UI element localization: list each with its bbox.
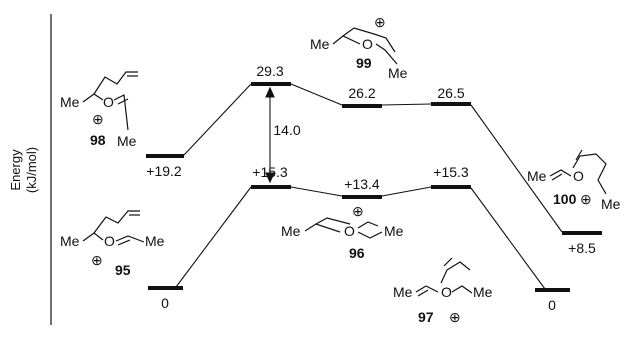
structure-96-me-left: Me: [281, 223, 301, 239]
connectors: [175, 83, 563, 290]
level-label-ts-lower-2: +15.3: [433, 164, 469, 180]
structure-98-number: 98: [90, 132, 106, 148]
structure-96-bonds: [304, 217, 383, 239]
structure-98-oxygen: O: [103, 94, 114, 110]
level-label-ts-upper-1: 29.3: [256, 63, 283, 79]
structure-97-oxygen: O: [441, 284, 452, 300]
structure-95-number: 95: [115, 262, 131, 278]
structure-97: Me O Me 97 ⊕: [393, 257, 493, 325]
structure-95-oxygen: O: [104, 233, 115, 249]
axis-label-energy: Energy: [8, 149, 23, 191]
structure-95-me-left: Me: [60, 233, 80, 249]
level-label-99: 26.2: [348, 85, 375, 101]
level-label-95: 0: [161, 295, 169, 311]
level-label-ts-upper-2: 26.5: [437, 85, 464, 101]
structure-96-number: 96: [349, 245, 365, 261]
structure-98-charge: ⊕: [92, 111, 104, 127]
connector-ts2b-97: [470, 187, 546, 290]
level-label-96: +13.4: [344, 176, 380, 192]
structure-98-me-right: Me: [117, 133, 137, 149]
structure-100: Me O Me 100 ⊕: [527, 149, 621, 212]
connector-99-ts2: [381, 103, 432, 106]
level-label-100: +8.5: [568, 240, 596, 256]
structure-99-oxygen: O: [362, 36, 373, 52]
structure-98: Me O Me ⊕ 98: [60, 71, 138, 149]
structure-95-charge: ⊕: [91, 252, 103, 268]
structure-100-me-right: Me: [601, 196, 621, 212]
level-label-98: +19.2: [146, 163, 182, 179]
structure-98-me-left: Me: [60, 94, 80, 110]
structure-99-charge: ⊕: [374, 14, 386, 30]
structure-99-bonds: [332, 27, 398, 65]
structure-95-bonds: [82, 210, 145, 246]
structure-100-charge: ⊕: [580, 191, 592, 207]
structure-97-me-left: Me: [393, 284, 413, 300]
structure-98-bonds: [82, 71, 138, 131]
axis-label-units: (kJ/mol): [24, 147, 39, 193]
structure-95-me-right: Me: [145, 233, 165, 249]
structure-96-oxygen: O: [344, 223, 355, 239]
structure-99: Me O ⊕ Me 99: [310, 14, 408, 81]
structure-100-oxygen: O: [573, 168, 584, 184]
structure-97-charge: ⊕: [449, 309, 461, 325]
structure-96-me-right: Me: [384, 223, 404, 239]
gap-label: 14.0: [273, 122, 300, 138]
structure-96: Me O ⊕ Me 96: [281, 203, 404, 261]
structure-97-number: 97: [418, 309, 434, 325]
structure-99-me-right: Me: [388, 65, 408, 81]
connector-98-ts1: [183, 83, 252, 156]
structure-100-number: 100: [553, 191, 577, 207]
structure-97-me-right: Me: [473, 284, 493, 300]
level-label-ts-lower-1: +15.3: [252, 164, 288, 180]
structure-96-charge: ⊕: [352, 203, 364, 219]
structure-95: Me O Me ⊕ 95: [60, 210, 165, 278]
energy-levels: [146, 82, 602, 292]
connector-ts1-99: [290, 83, 343, 106]
gap-arrow: [265, 86, 275, 184]
connector-95-ts1b: [175, 186, 252, 288]
structure-100-me-left: Me: [527, 168, 547, 184]
structure-99-me-left: Me: [310, 36, 330, 52]
connector-ts1b-96: [290, 186, 343, 197]
structure-99-number: 99: [356, 55, 372, 71]
connector-96-ts2b: [381, 186, 432, 197]
structure-100-bonds: [549, 149, 607, 195]
structure-97-bonds: [415, 257, 473, 297]
level-label-97: 0: [548, 297, 556, 313]
connector-ts2-100: [470, 104, 563, 233]
